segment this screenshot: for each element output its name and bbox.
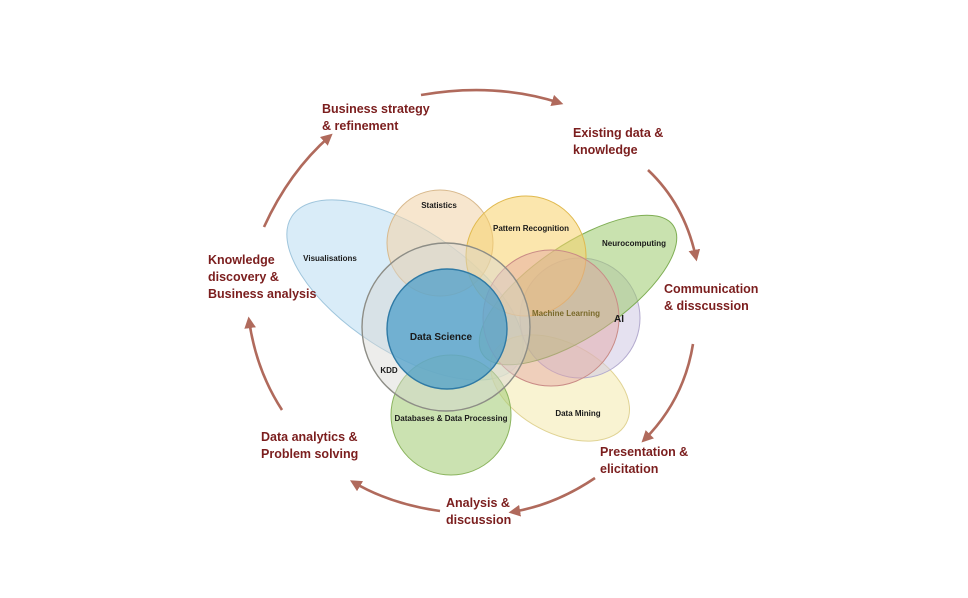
stage-communication: Communication & disscussion [664, 282, 762, 313]
stage-business-strategy: Business strategy & refinement [322, 102, 433, 133]
label-data-science: Data Science [410, 332, 473, 343]
label-neurocomputing: Neurocomputing [602, 239, 666, 248]
label-ai: AI [614, 314, 624, 325]
arrow-strategy-to-existing [420, 88, 564, 107]
stage-presentation: Presentation & elicitation [600, 445, 692, 476]
label-visualisations: Visualisations [303, 254, 357, 263]
arrow-analysis-to-analytics [349, 480, 441, 513]
label-statistics: Statistics [421, 201, 457, 210]
label-kdd: KDD [380, 366, 398, 375]
venn-diagram: Statistics Pattern Recognition Neurocomp… [286, 189, 678, 476]
stage-knowledge-discovery: Knowledge discovery & Business analysis [208, 253, 316, 301]
cycle-arrows [244, 88, 701, 517]
label-machine-learning: Machine Learning [532, 309, 600, 318]
stage-analysis: Analysis & discussion [446, 496, 513, 527]
arrow-existing-to-communication [647, 169, 701, 262]
label-databases: Databases & Data Processing [395, 414, 508, 423]
stage-data-analytics: Data analytics & Problem solving [261, 430, 361, 461]
arrow-knowledge-to-strategy [262, 133, 333, 228]
arrow-communication-to-presentation [641, 343, 695, 443]
stage-existing-data: Existing data & knowledge [573, 126, 667, 157]
cycle-labels: Business strategy & refinement Existing … [208, 102, 762, 527]
arrow-analytics-to-knowledge [244, 316, 284, 411]
pattern-recognition-circle [465, 195, 587, 317]
data-science-circle [386, 268, 508, 390]
label-data-mining: Data Mining [555, 409, 600, 418]
arrow-presentation-to-analysis [508, 476, 596, 517]
label-pattern-recognition: Pattern Recognition [493, 224, 569, 233]
